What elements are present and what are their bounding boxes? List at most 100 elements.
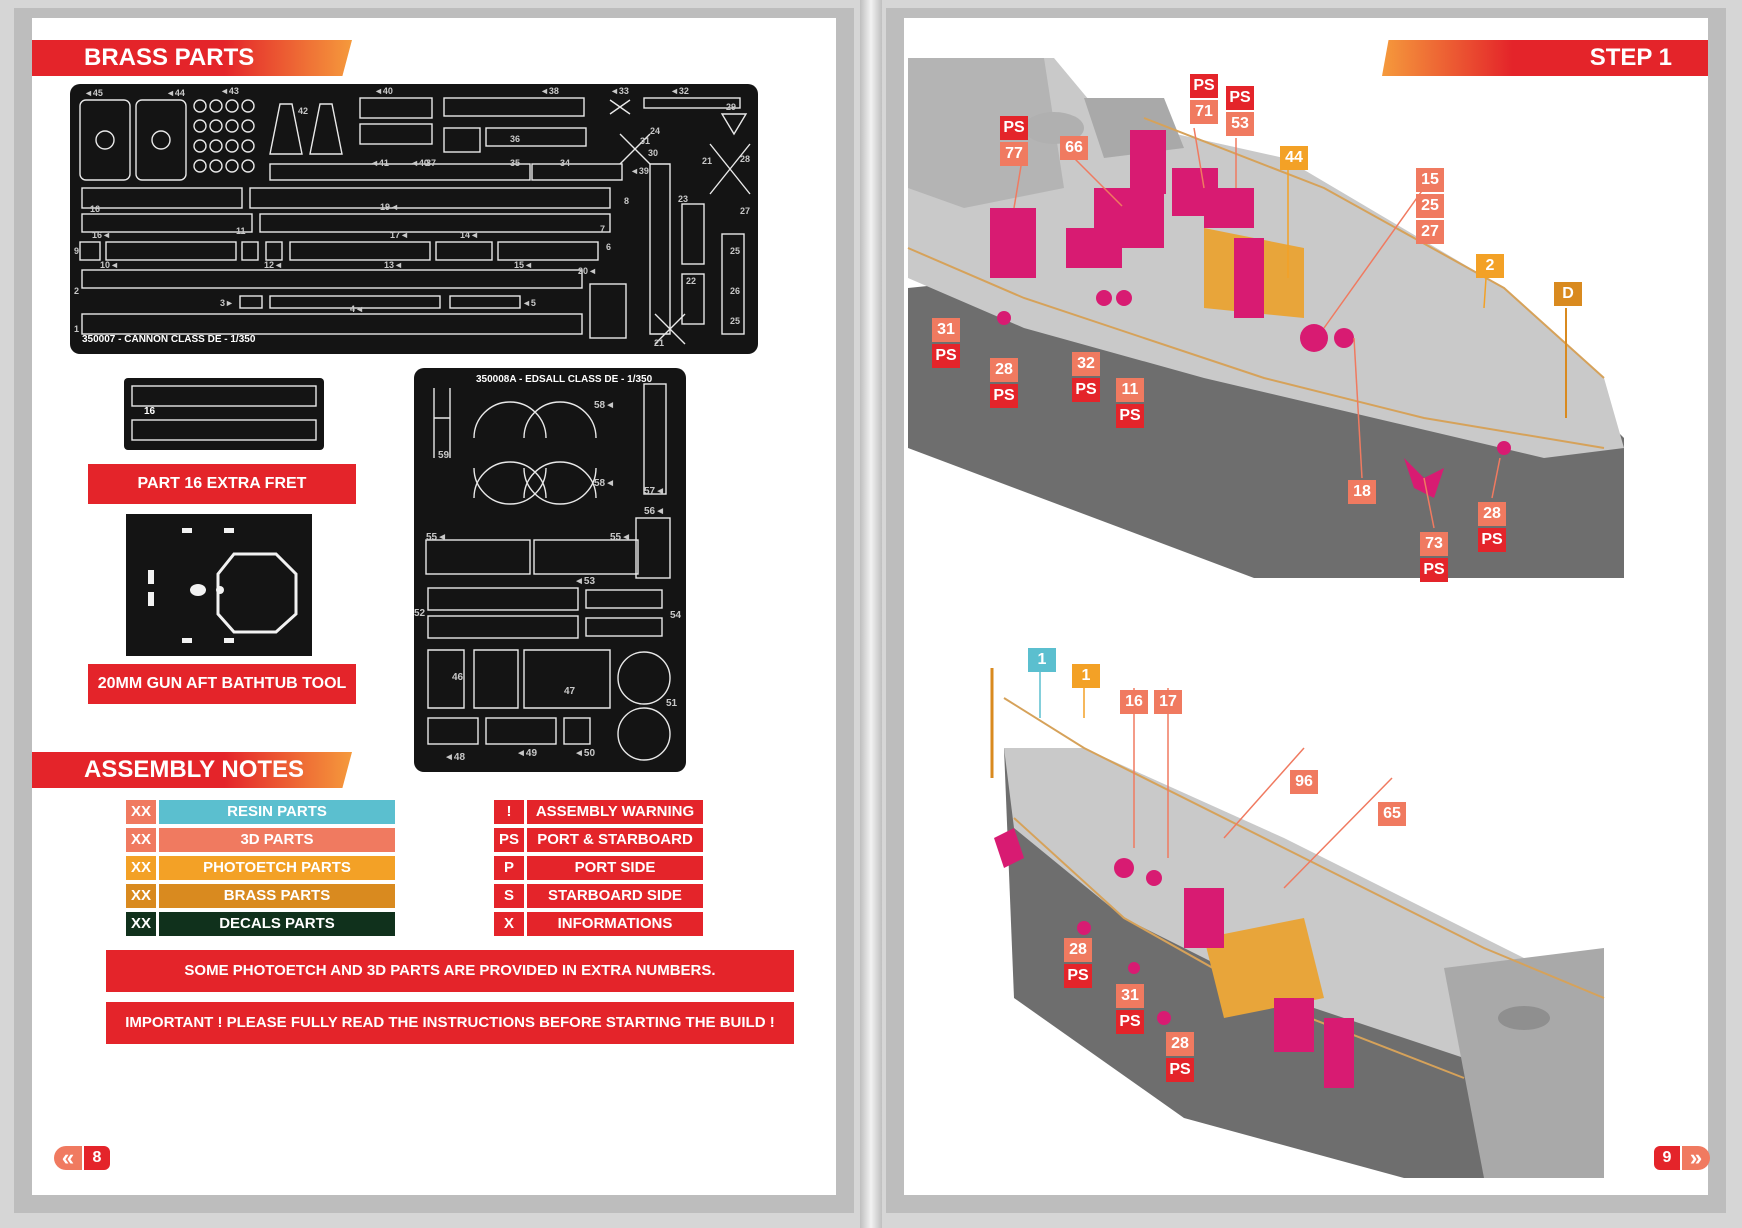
fret-part-label: ◄5 [522,298,536,308]
step-1-header: STEP 1 [1382,40,1708,76]
legend-port-side: P PORT SIDE [494,856,703,880]
fret-part-label: 35 [510,158,520,168]
callout-part-32: 32 [1072,352,1100,376]
fret-part-label: ◄38 [540,86,559,96]
extra-fret-caption: PART 16 EXTRA FRET [88,464,356,504]
callout-resin-part-1: 1 [1028,648,1056,672]
fret-part-label: 36 [510,134,520,144]
fret-part-label: 13◄ [384,260,403,270]
callout-ps: PS [1072,378,1100,402]
callout-part-28: 28 [990,358,1018,382]
fret-part-label: 59 [438,450,450,461]
fret-part-label: 37 [426,158,436,168]
legend-key: XX [126,912,156,936]
callout-part-15: 15 [1416,168,1444,192]
callout-part-65: 65 [1378,802,1406,826]
fret-part-label: 57◄ [644,486,665,497]
legend-label: RESIN PARTS [159,800,395,824]
left-page: BRASS PARTS [14,8,854,1213]
fret-part-label: ◄33 [610,86,629,96]
fret-part-label: 58◄ [594,478,615,489]
fret-part-label: ◄40 [374,86,393,96]
fret-part-label: 12◄ [264,260,283,270]
callout-part-17: 17 [1154,690,1182,714]
next-page-icon[interactable]: » [1682,1146,1710,1170]
legend-label: PORT & STARBOARD [527,828,703,852]
callout-part-16: 16 [1120,690,1148,714]
fret-part-label: 23 [678,194,688,204]
legend-key: PS [494,828,524,852]
ship-bow-bottom-render [990,652,1605,1178]
fret-part-label: 54 [670,610,682,621]
callout-part-53: 53 [1226,112,1254,136]
right-page-sheet: STEP 1 [904,18,1710,1195]
callout-ps: PS [1116,1010,1144,1034]
fret-part-label: 34 [560,158,570,168]
callout-ps: PS [1116,404,1144,428]
callout-ps: PS [1064,964,1092,988]
legend-starboard-side: S STARBOARD SIDE [494,884,703,908]
brass-fret-edsall: 350008A - EDSALL CLASS DE - 1/350 [414,368,686,772]
callout-part-77: 77 [1000,142,1028,166]
fret-part-label: 15◄ [514,260,533,270]
brass-fret-edsall-drawing: 59 58◄ 58◄ 57◄ 56◄ 55◄ 55◄ ◄53 52 54 46 … [414,383,682,763]
fret-part-label: ◄48 [444,752,465,763]
legend-brass-parts: XX BRASS PARTS [126,884,395,908]
fret-part-label: 52 [414,608,426,619]
fret-part-label: 26 [730,286,740,296]
fret-part-label: 21 [654,338,664,348]
callout-part-31: 31 [1116,984,1144,1008]
fret-part-label: ◄43 [220,86,239,96]
callout-part-2: 2 [1476,254,1504,278]
callout-part-d: D [1554,282,1582,306]
bathtub-tool-image [126,514,312,656]
bathtub-tool-drawing [148,528,298,643]
brass-parts-header: BRASS PARTS [32,40,352,76]
fret-part-label: 28 [740,154,750,164]
callout-part-44: 44 [1280,146,1308,170]
fret-part-label: ◄39 [630,166,649,176]
legend-resin-parts: XX RESIN PARTS [126,800,395,824]
fret-part-label: 8 [624,196,629,206]
callout-part-96: 96 [1290,770,1318,794]
fret-part-label: 51 [666,698,678,709]
fret-part-label: ◄50 [574,748,595,759]
callout-part-28: 28 [1478,502,1506,526]
fret-part-label: ◄41 [370,158,389,168]
notice-extra-parts: SOME PHOTOETCH AND 3D PARTS ARE PROVIDED… [106,950,794,992]
fret-part-label: 27 [740,206,750,216]
fret-part-label: ◄49 [516,748,537,759]
callout-part-18: 18 [1348,480,1376,504]
extra-fret: 16 [124,378,324,450]
fret-part-label: ◄45 [84,88,103,98]
fret-part-label: 24 [650,126,660,136]
extra-fret-drawing [131,385,317,441]
fret-part-label: 30 [648,148,658,158]
legend-assembly-warning: ! ASSEMBLY WARNING [494,800,703,824]
fret-part-label: 58◄ [594,400,615,411]
brass-fret-main: ◄45 ◄44 ◄43 42 ◄40 ◄38 ◄33 ◄32 29 28 27 … [70,84,758,354]
fret-part-label: 16◄ [92,230,111,240]
fret-part-label: 46 [452,672,464,683]
fret-part-label: 20◄ [578,266,597,276]
fret-part-label: 25 [730,316,740,326]
fret-part-label: 25 [730,246,740,256]
legend-label: INFORMATIONS [527,912,703,936]
legend-3d-parts: XX 3D PARTS [126,828,395,852]
extra-fret-part-number: 16 [144,406,156,417]
callout-ps: PS [990,384,1018,408]
legend-key: X [494,912,524,936]
legend-informations: X INFORMATIONS [494,912,703,936]
callout-part-66: 66 [1060,136,1088,160]
brass-fret-main-drawing: ◄45 ◄44 ◄43 42 ◄40 ◄38 ◄33 ◄32 29 28 27 … [74,86,751,348]
fret-part-label: ◄40 [410,158,429,168]
fret-part-label: 1 [74,324,79,334]
left-page-sheet: BRASS PARTS [32,18,836,1195]
fret-part-label: ◄53 [574,576,595,587]
legend-key: ! [494,800,524,824]
callout-part-73: 73 [1420,532,1448,556]
fret-part-label: 4◄ [350,304,364,314]
legend-key: XX [126,856,156,880]
callout-ps: PS [1190,74,1218,98]
previous-page-icon[interactable]: « [54,1146,82,1170]
